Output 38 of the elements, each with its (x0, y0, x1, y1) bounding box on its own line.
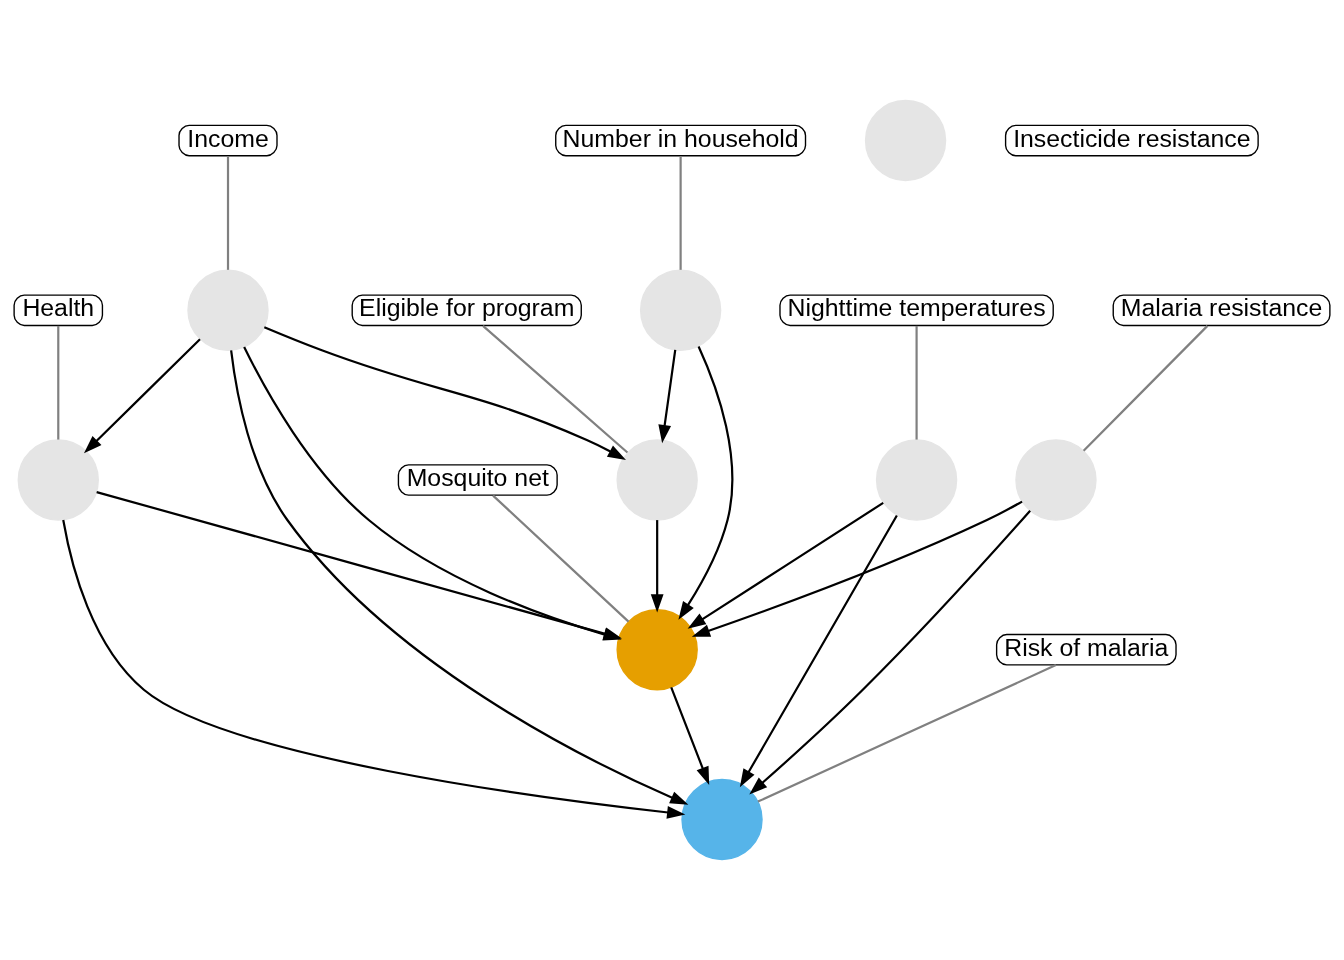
connector (57, 325, 60, 440)
node-box: Nighttime temperatures (779, 294, 1054, 327)
arrow (691, 500, 1023, 637)
arrow (678, 346, 734, 620)
connector (679, 156, 682, 270)
arrow (62, 519, 686, 819)
connector (482, 325, 629, 454)
connector (1082, 325, 1209, 452)
arrow (739, 514, 898, 788)
node-circle (875, 439, 958, 521)
node-circle (1015, 439, 1097, 521)
node-box: Number in household (555, 124, 807, 157)
node-circle (616, 609, 698, 691)
connector (915, 325, 918, 440)
arrow (230, 350, 689, 805)
node-circle (681, 778, 763, 861)
node-box: Malaria resistance (1112, 294, 1331, 327)
connector (492, 494, 630, 623)
node-circle (187, 269, 269, 351)
node-box: Mosquito net (397, 464, 558, 496)
connector (226, 156, 230, 270)
arrow (749, 510, 1031, 795)
node-circle (639, 269, 722, 351)
arrow (83, 338, 201, 454)
arrow (687, 501, 884, 629)
node-circle (864, 99, 947, 182)
node-box: Health (13, 294, 104, 327)
node-box: Risk of malaria (995, 633, 1177, 666)
arrow (670, 686, 710, 786)
node-box: Insecticide resistance (1004, 124, 1259, 157)
connector (757, 664, 1057, 803)
node-box: Eligible for program (351, 294, 582, 327)
node-circle (616, 439, 698, 521)
node-circle (17, 439, 99, 521)
arrow (263, 326, 626, 460)
node-box: Income (178, 124, 278, 157)
arrow (658, 349, 677, 444)
arrow (650, 520, 664, 613)
